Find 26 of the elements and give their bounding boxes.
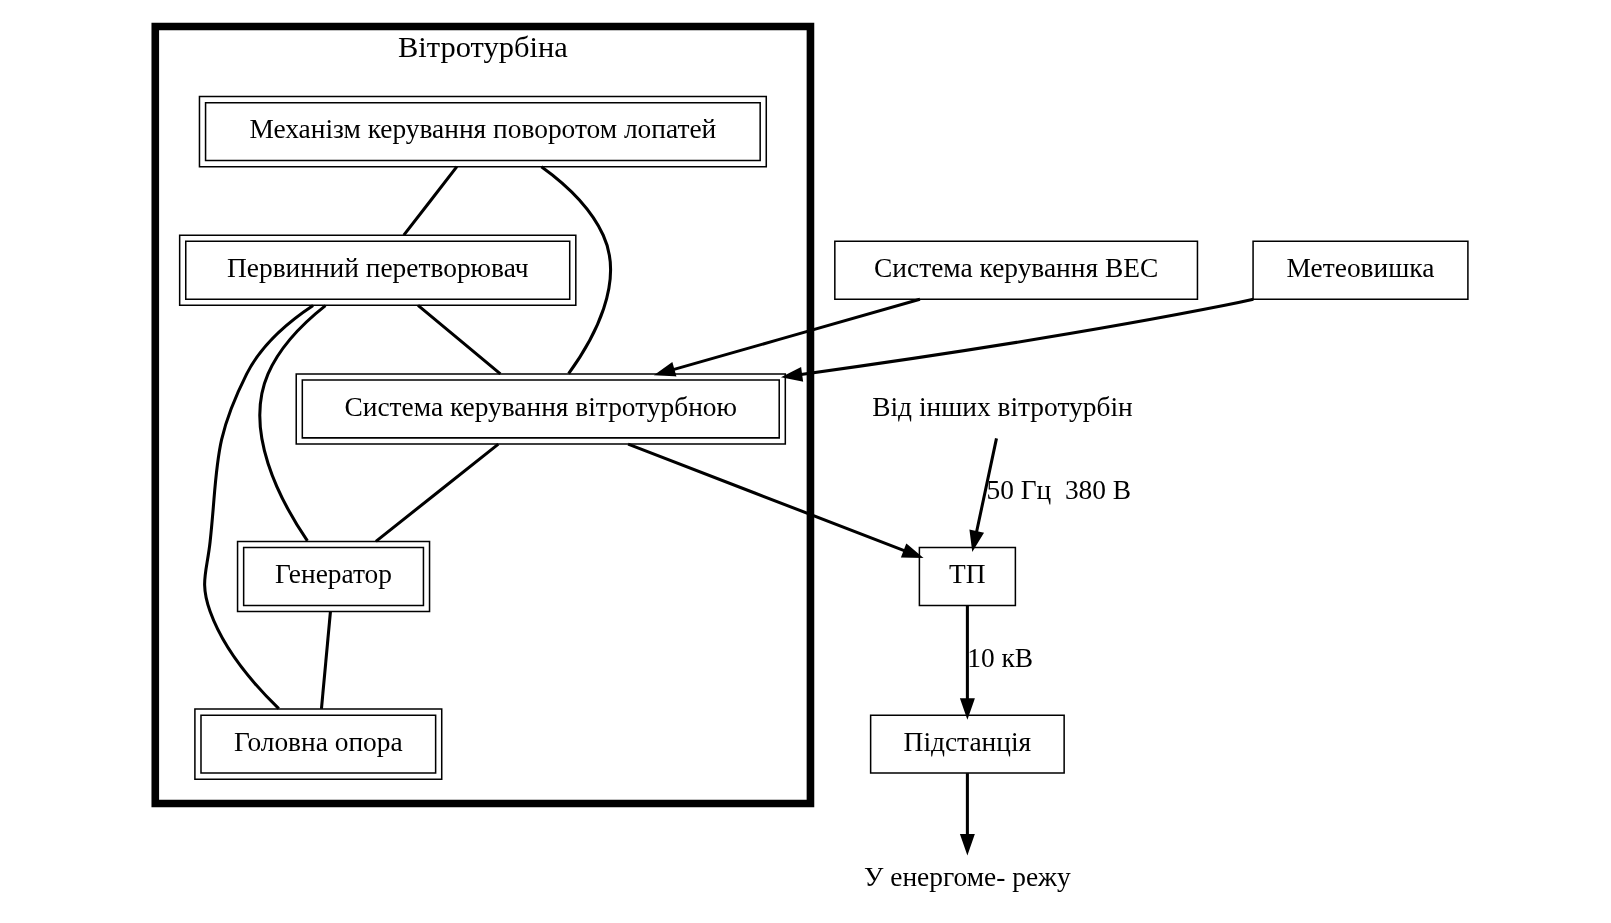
node-box: Генератор <box>236 540 431 613</box>
node-box: Підстанція <box>869 714 1065 774</box>
connector <box>203 304 314 710</box>
edge-label: 50 Гц 380 В <box>986 475 1132 506</box>
node-box: ТП <box>918 546 1017 607</box>
node-box: Первинний перетворювач <box>178 234 577 307</box>
node-text: У енергоме- режу <box>864 862 1071 893</box>
node-text: Від інших вітротурбін <box>872 391 1133 422</box>
arrow <box>780 297 1254 382</box>
connector <box>258 304 327 542</box>
connector <box>417 304 502 375</box>
node-box: Метеовишка <box>1252 240 1469 300</box>
connector <box>540 165 612 375</box>
arrow <box>959 773 975 856</box>
connector <box>319 611 332 710</box>
node-box: Система керування ВЕС <box>834 240 1199 300</box>
arrow <box>627 442 924 559</box>
node-box: Система керування вітротурбною <box>295 373 787 445</box>
node-box: Механізм керування поворотом лопатей <box>198 95 768 168</box>
connector <box>402 165 459 237</box>
arrow <box>969 438 998 553</box>
edge-label: 10 кВ <box>967 643 1034 674</box>
arrow <box>959 605 975 720</box>
arrow <box>653 297 921 377</box>
connector <box>374 442 500 543</box>
node-box: Головна опора <box>194 708 443 780</box>
